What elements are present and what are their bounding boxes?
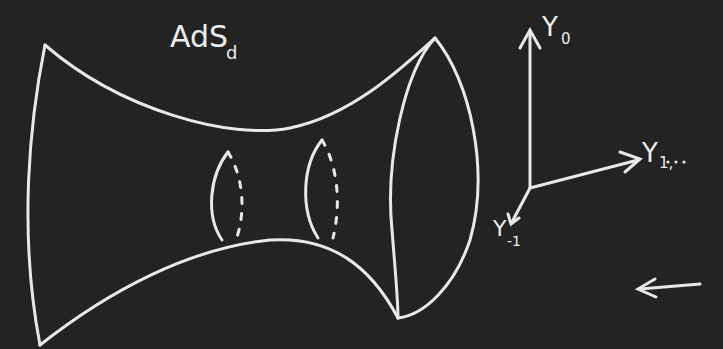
space-name: AdS [170, 22, 228, 52]
axis-name: Y [642, 140, 658, 166]
neck-circle-front [212, 152, 228, 240]
ring-circle-back [322, 140, 337, 238]
y1-arrowhead [620, 152, 640, 172]
y0-arrowhead [520, 30, 540, 48]
left-end-curve [28, 45, 45, 345]
neck-circle-back [228, 152, 242, 240]
axis-subscript: -1 [507, 234, 521, 248]
arrow-shaft [640, 284, 700, 289]
axis-name: Y [493, 218, 506, 240]
bottom-hyperbola [40, 240, 398, 345]
top-hyperbola [45, 38, 435, 131]
arrow-head [638, 279, 656, 297]
trailing-dot [674, 160, 677, 163]
axis-subscript: 0 [561, 32, 571, 47]
axis-subscript: 1, [659, 156, 673, 171]
axis-name: Y [542, 14, 558, 40]
y1-axis [530, 160, 638, 188]
trailing-dot [682, 160, 685, 163]
y-minus1-arrowhead [508, 214, 519, 224]
y0-axis [529, 32, 532, 188]
space-subscript: d [226, 44, 237, 62]
y-minus1-axis [512, 188, 530, 222]
right-end-back [391, 38, 435, 318]
ring-circle-front [306, 140, 322, 238]
